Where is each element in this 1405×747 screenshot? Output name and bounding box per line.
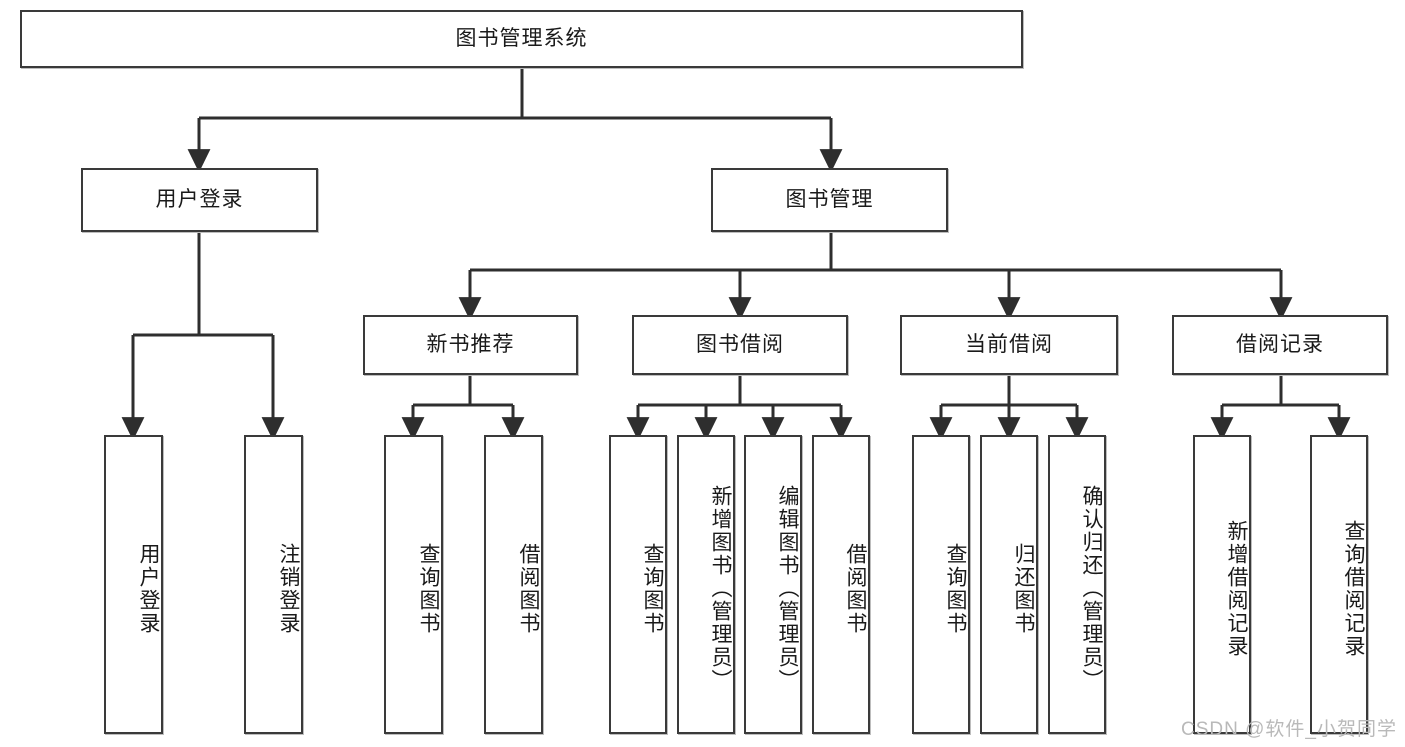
node-leaf-return-book[interactable]: 归还图书 [980,435,1038,734]
node-leaf-query-book-borrow[interactable]: 查询图书 [609,435,667,734]
csdn-watermark: CSDN @软件_小贺同学 [1181,719,1397,740]
node-leaf-edit-book-admin[interactable]: 编辑图书（管理员） [744,435,802,734]
node-label: 用户登录 [155,188,244,212]
node-label: 确认归还（管理员） [1080,485,1103,692]
node-label: 借阅记录 [1236,333,1324,357]
node-label: 借阅图书 [517,542,540,635]
node-leaf-borrow-book-recommend[interactable]: 借阅图书 [484,435,543,734]
node-leaf-logout-login[interactable]: 注销登录 [244,435,303,734]
node-label: 图书借阅 [696,333,784,357]
node-label: 当前借阅 [965,333,1053,357]
node-book-management[interactable]: 图书管理 [711,168,948,232]
node-label: 注销登录 [277,542,300,635]
node-root-book-management-system[interactable]: 图书管理系统 [20,10,1023,68]
node-label: 用户登录 [137,542,160,635]
node-label: 图书管理 [785,188,874,212]
node-leaf-confirm-return-admin[interactable]: 确认归还（管理员） [1048,435,1106,734]
node-leaf-add-book-admin[interactable]: 新增图书（管理员） [677,435,735,734]
node-label: 编辑图书（管理员） [776,485,799,692]
node-borrow-record[interactable]: 借阅记录 [1172,315,1388,375]
node-leaf-add-borrow-record[interactable]: 新增借阅记录 [1193,435,1251,734]
node-label: 新增图书（管理员） [709,485,732,692]
node-leaf-query-book-current[interactable]: 查询图书 [912,435,970,734]
node-label: 新书推荐 [426,333,515,357]
node-label: 借阅图书 [844,542,867,635]
node-label: 查询借阅记录 [1342,519,1365,658]
node-label: 查询图书 [944,542,967,635]
node-label: 归还图书 [1012,542,1035,635]
node-label: 查询图书 [417,542,440,635]
node-leaf-query-borrow-record[interactable]: 查询借阅记录 [1310,435,1368,734]
node-label: 查询图书 [641,542,664,635]
node-leaf-borrow-book-borrow[interactable]: 借阅图书 [812,435,870,734]
node-new-book-recommend[interactable]: 新书推荐 [363,315,578,375]
node-book-borrow[interactable]: 图书借阅 [632,315,848,375]
node-current-borrow[interactable]: 当前借阅 [900,315,1118,375]
node-user-login[interactable]: 用户登录 [81,168,318,232]
node-label: 图书管理系统 [455,27,588,51]
node-leaf-query-book-recommend[interactable]: 查询图书 [384,435,443,734]
node-leaf-user-login[interactable]: 用户登录 [104,435,163,734]
node-label: 新增借阅记录 [1225,519,1248,658]
